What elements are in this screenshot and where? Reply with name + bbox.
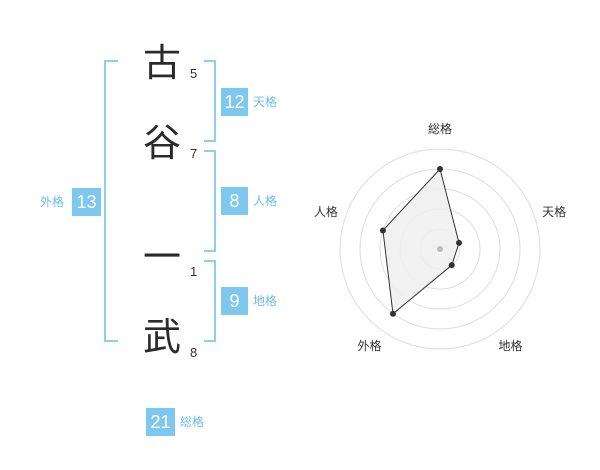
stroke-count-3: 1 xyxy=(190,264,198,279)
stroke-count-4: 8 xyxy=(190,345,198,360)
radar-axis-label-3: 地格 xyxy=(499,338,523,353)
gaikaku-label: 外格 xyxy=(40,195,65,209)
name-char-1: 古 xyxy=(143,41,182,85)
tenkaku-label: 天格 xyxy=(253,95,278,109)
stroke-count-2: 7 xyxy=(190,146,198,161)
tenkaku-value: 12 xyxy=(221,88,248,116)
soukaku-label: 総格 xyxy=(180,415,205,429)
tenkaku-bracket xyxy=(204,60,216,142)
chikaku-bracket xyxy=(204,260,216,342)
radar-axis-label-5: 人格 xyxy=(314,204,338,219)
radar-axis-label-1: 総格 xyxy=(428,121,452,136)
radar-point-3 xyxy=(448,262,455,269)
gaikaku-bracket xyxy=(104,60,118,342)
name-char-3: 一 xyxy=(143,235,182,279)
stroke-count-1: 5 xyxy=(190,66,198,81)
radar-center-dot xyxy=(437,246,443,252)
chikaku-value: 9 xyxy=(221,287,248,315)
jinkaku-value: 8 xyxy=(221,187,248,215)
radar-point-5 xyxy=(379,227,386,234)
radar-series-area xyxy=(382,167,460,315)
radar-axis-label-2: 天格 xyxy=(542,204,566,219)
radar-point-4 xyxy=(389,310,396,317)
name-char-4: 武 xyxy=(143,315,182,359)
name-char-2: 谷 xyxy=(143,121,182,165)
soukaku-value: 21 xyxy=(146,408,175,436)
radar-point-2 xyxy=(456,239,463,246)
radar-axis-label-4: 外格 xyxy=(357,338,381,353)
jinkaku-label: 人格 xyxy=(253,194,278,208)
gaikaku-value: 13 xyxy=(72,188,101,216)
jinkaku-bracket xyxy=(204,150,216,252)
chikaku-label: 地格 xyxy=(253,294,278,308)
radar-point-1 xyxy=(437,166,443,172)
radar-grid-ring xyxy=(339,148,541,350)
